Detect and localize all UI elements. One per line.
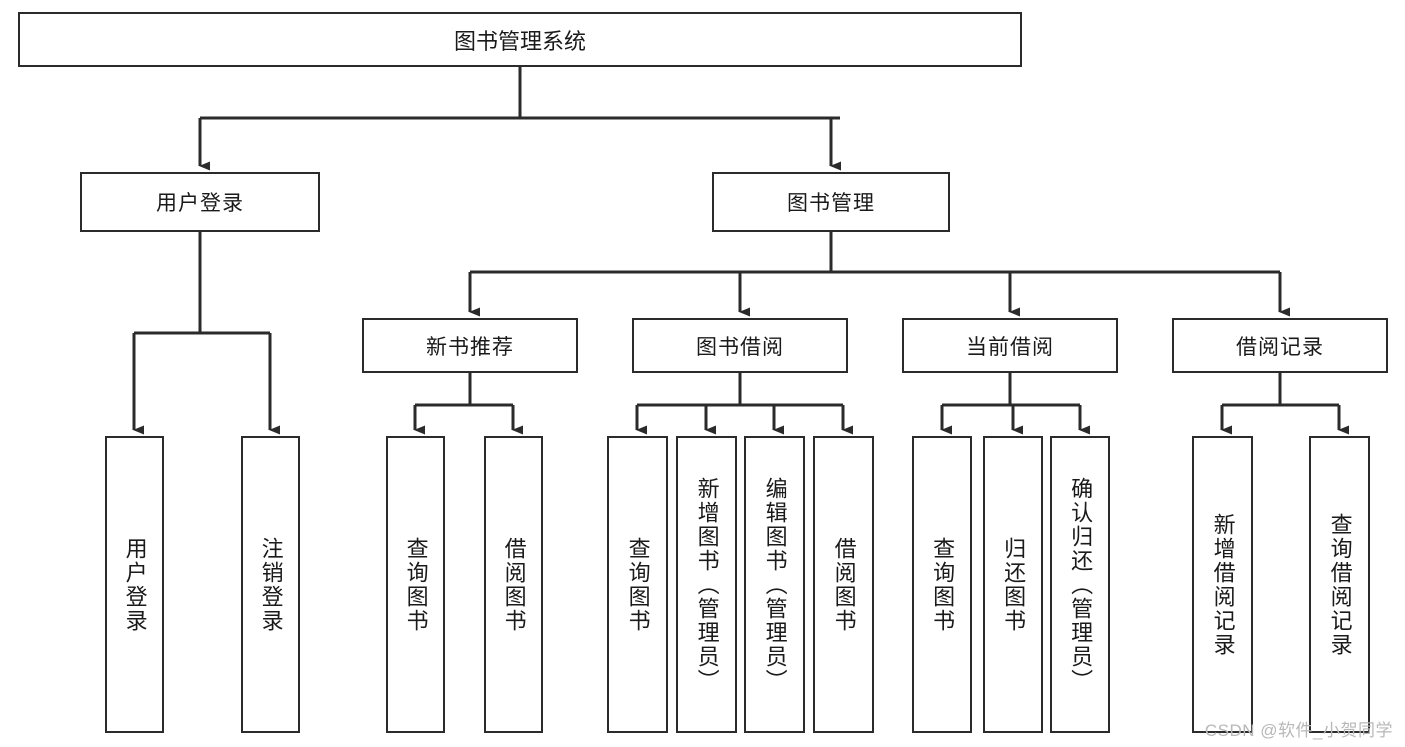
leaf-label: 查询图书 bbox=[930, 536, 956, 633]
leaf-label: 查询图书 bbox=[403, 536, 429, 633]
leaf-label: 借阅图书 bbox=[831, 536, 857, 633]
leaf-logout[interactable]: 注销登录 bbox=[241, 436, 300, 733]
leaf-label: 借阅图书 bbox=[501, 536, 527, 633]
leaf-edit-book-admin[interactable]: 编辑图书（管理员） bbox=[744, 436, 805, 733]
leaf-query-book-borrowing[interactable]: 查询图书 bbox=[607, 436, 668, 733]
leaf-query-book-current[interactable]: 查询图书 bbox=[912, 436, 972, 733]
leaf-label: 新增图书（管理员） bbox=[694, 476, 720, 693]
leaf-label: 新增借阅记录 bbox=[1210, 512, 1236, 657]
leaf-label: 用户登录 bbox=[122, 536, 148, 633]
node-label: 图书管理系统 bbox=[453, 28, 586, 54]
leaf-query-book-new-rec[interactable]: 查询图书 bbox=[386, 436, 445, 733]
node-current-borrowing[interactable]: 当前借阅 bbox=[902, 318, 1118, 373]
leaf-add-borrow-record[interactable]: 新增借阅记录 bbox=[1192, 436, 1253, 733]
leaf-label: 归还图书 bbox=[1001, 536, 1027, 633]
node-book-management[interactable]: 图书管理 bbox=[712, 172, 950, 232]
node-label: 新书推荐 bbox=[426, 335, 514, 359]
watermark-text: CSDN @软件_小贺同学 bbox=[1204, 721, 1393, 740]
leaf-borrow-book-borrowing[interactable]: 借阅图书 bbox=[813, 436, 874, 733]
node-book-borrowing[interactable]: 图书借阅 bbox=[632, 318, 848, 373]
leaf-user-login[interactable]: 用户登录 bbox=[105, 436, 164, 733]
leaf-label: 确认归还（管理员） bbox=[1068, 476, 1094, 693]
leaf-borrow-book-new-rec[interactable]: 借阅图书 bbox=[484, 436, 543, 733]
node-label: 当前借阅 bbox=[966, 335, 1054, 359]
leaf-return-book[interactable]: 归还图书 bbox=[983, 436, 1043, 733]
node-root-book-management-system[interactable]: 图书管理系统 bbox=[18, 12, 1022, 67]
leaf-query-borrow-record[interactable]: 查询借阅记录 bbox=[1309, 436, 1370, 733]
node-label: 借阅记录 bbox=[1236, 335, 1324, 359]
node-borrow-records[interactable]: 借阅记录 bbox=[1172, 318, 1388, 373]
node-label: 图书借阅 bbox=[696, 335, 784, 359]
node-new-book-recommendation[interactable]: 新书推荐 bbox=[362, 318, 578, 373]
leaf-label: 注销登录 bbox=[258, 536, 284, 633]
leaf-label: 编辑图书（管理员） bbox=[762, 476, 788, 693]
node-user-login[interactable]: 用户登录 bbox=[80, 172, 320, 232]
node-label: 图书管理 bbox=[787, 192, 875, 215]
leaf-add-book-admin[interactable]: 新增图书（管理员） bbox=[676, 436, 737, 733]
leaf-label: 查询借阅记录 bbox=[1327, 512, 1353, 657]
leaf-label: 查询图书 bbox=[625, 536, 651, 633]
leaf-confirm-return-admin[interactable]: 确认归还（管理员） bbox=[1050, 436, 1110, 733]
node-label: 用户登录 bbox=[156, 192, 244, 215]
